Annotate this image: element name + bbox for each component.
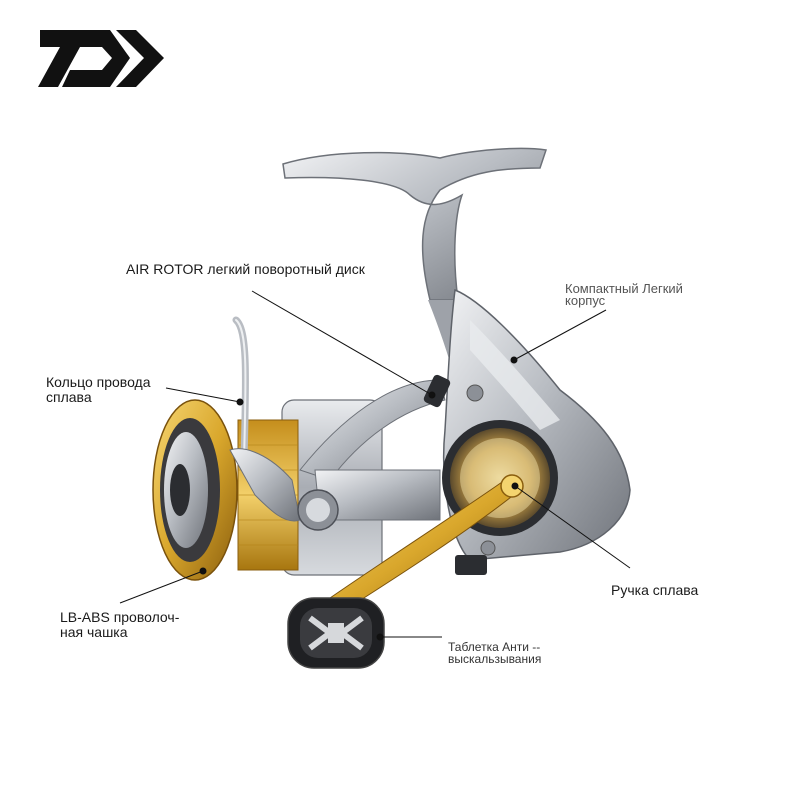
callout-air-rotor-text: AIR ROTOR легкий поворотный диск xyxy=(126,261,365,277)
callout-compact-body-line2: корпус xyxy=(565,293,606,308)
callout-knob-line1: Таблетка Анти -- xyxy=(448,640,541,654)
callout-air-rotor: AIR ROTOR легкий поворотный диск xyxy=(126,262,365,277)
callout-leaders xyxy=(119,290,631,641)
reel-rotor xyxy=(281,374,487,576)
leader-handle xyxy=(514,485,631,569)
leader-dot-spool xyxy=(199,567,207,575)
callout-line-roller: Кольцо провода сплава xyxy=(46,375,151,405)
leader-dot-handle xyxy=(511,482,519,490)
callout-line-roller-line2: сплава xyxy=(46,389,92,405)
callout-knob-line2: выскальзывания xyxy=(448,652,542,666)
callout-handle-text: Ручка сплава xyxy=(611,582,699,598)
leader-line-roller xyxy=(165,387,241,403)
leader-dot-body xyxy=(510,356,518,364)
callout-line-roller-line1: Кольцо провода xyxy=(46,374,151,390)
callout-spool-line1: LB-ABS проволоч- xyxy=(60,609,180,625)
leader-dot-air-rotor xyxy=(428,391,436,399)
brand-logo xyxy=(38,30,164,87)
callout-knob: Таблетка Анти -- выскальзывания xyxy=(448,641,541,665)
leader-dot-line-roller xyxy=(236,398,244,406)
callout-spool: LB-ABS проволоч- ная чашка xyxy=(60,610,179,640)
leader-dot-knob xyxy=(376,633,384,641)
reel-bail xyxy=(229,316,339,531)
callout-compact-body-line1: Компактный Легкий xyxy=(565,281,683,296)
leader-body xyxy=(513,309,607,361)
callout-handle: Ручка сплава xyxy=(611,583,698,598)
reel-handle-knob xyxy=(287,597,385,669)
leader-spool xyxy=(119,570,204,604)
leader-air-rotor xyxy=(251,290,433,396)
callout-spool-line2: ная чашка xyxy=(60,624,128,640)
callout-compact-body: Компактный Легкий корпус xyxy=(565,281,683,308)
